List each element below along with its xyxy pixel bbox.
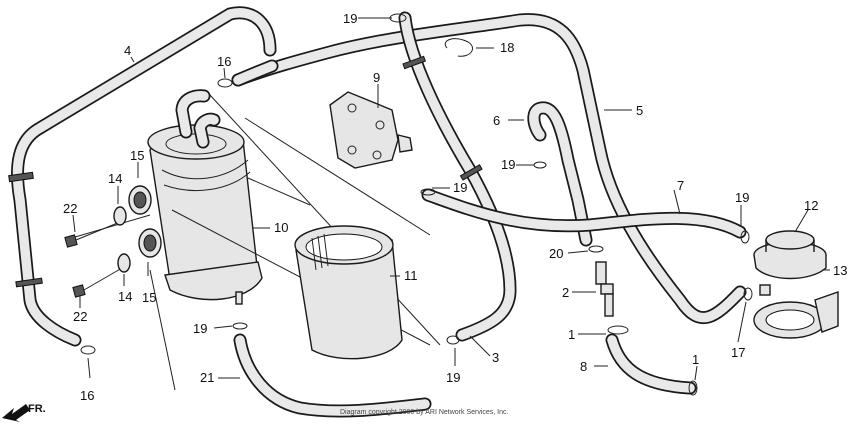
clip-16-bottom[interactable]	[80, 345, 96, 355]
callout-19-right: 19	[735, 190, 749, 205]
callout-11: 11	[404, 268, 418, 283]
callout-15-lower: 15	[142, 290, 156, 305]
callout-12: 12	[804, 198, 818, 213]
callout-5: 5	[636, 103, 643, 118]
callout-21: 21	[200, 370, 214, 385]
bracket-9[interactable]	[329, 91, 413, 169]
clip-18[interactable]	[444, 38, 473, 57]
callout-19-top: 19	[343, 11, 357, 26]
callout-20: 20	[549, 246, 563, 261]
hose-5[interactable]	[231, 13, 747, 325]
washer-14-upper[interactable]	[113, 206, 127, 226]
front-label: FR.	[28, 403, 46, 415]
clip-1-upper[interactable]	[607, 325, 629, 335]
grommet-15-lower[interactable]	[138, 228, 162, 258]
cover-11[interactable]	[294, 225, 403, 360]
callout-16-bottom: 16	[80, 388, 94, 403]
callout-2: 2	[562, 285, 569, 300]
callout-13: 13	[833, 263, 847, 278]
clip-19-hose3[interactable]	[446, 335, 460, 345]
callout-22-upper: 22	[63, 201, 77, 216]
hose-21[interactable]	[233, 333, 432, 418]
hose-upper-short[interactable]	[231, 59, 279, 87]
grommet-15-upper[interactable]	[128, 185, 152, 215]
callout-1-upper: 1	[568, 327, 575, 342]
callout-9: 9	[373, 70, 380, 85]
callout-15-upper: 15	[130, 148, 144, 163]
clip-17[interactable]	[743, 287, 753, 301]
canister-10[interactable]	[147, 89, 263, 305]
callout-19-hose7: 19	[453, 180, 467, 195]
bolt-22-upper[interactable]	[64, 221, 121, 248]
callout-19-lower: 19	[193, 321, 207, 336]
callout-16-top: 16	[217, 54, 231, 69]
clip-19-hose7[interactable]	[420, 188, 436, 196]
callout-14-lower: 14	[118, 289, 132, 304]
clip-1-lower[interactable]	[688, 380, 698, 396]
hose-4[interactable]	[8, 6, 277, 347]
clip-19-mid[interactable]	[533, 161, 547, 169]
copyright-notice: Diagram copyright 2000 by ARI Network Se…	[340, 409, 509, 416]
callout-17: 17	[731, 345, 745, 360]
clip-16-top[interactable]	[217, 78, 233, 88]
clip-20[interactable]	[588, 245, 604, 253]
callout-19-hose3: 19	[446, 370, 460, 385]
callout-3: 3	[492, 350, 499, 365]
callout-6: 6	[493, 113, 500, 128]
callout-18: 18	[500, 40, 514, 55]
callout-14-upper: 14	[108, 171, 122, 186]
holder-13[interactable]	[753, 291, 839, 339]
clip-19-lower[interactable]	[232, 322, 248, 330]
hose-7[interactable]	[421, 188, 747, 239]
front-direction-arrow: FR.	[2, 403, 46, 422]
washer-14-lower[interactable]	[117, 253, 131, 273]
joint-2[interactable]	[595, 261, 614, 317]
hose-8[interactable]	[605, 333, 697, 395]
callout-22-lower: 22	[73, 309, 87, 324]
hose-6[interactable]	[527, 101, 593, 247]
callout-8: 8	[580, 359, 587, 374]
clip-19-right[interactable]	[740, 230, 750, 244]
callout-10: 10	[274, 220, 288, 235]
callout-19-mid: 19	[501, 157, 515, 172]
hose-3[interactable]	[398, 11, 517, 342]
callout-1-lower: 1	[692, 352, 699, 367]
valve-12[interactable]	[753, 230, 827, 296]
bolt-22-lower[interactable]	[72, 267, 123, 298]
callout-7: 7	[677, 178, 684, 193]
callout-4: 4	[124, 43, 131, 58]
